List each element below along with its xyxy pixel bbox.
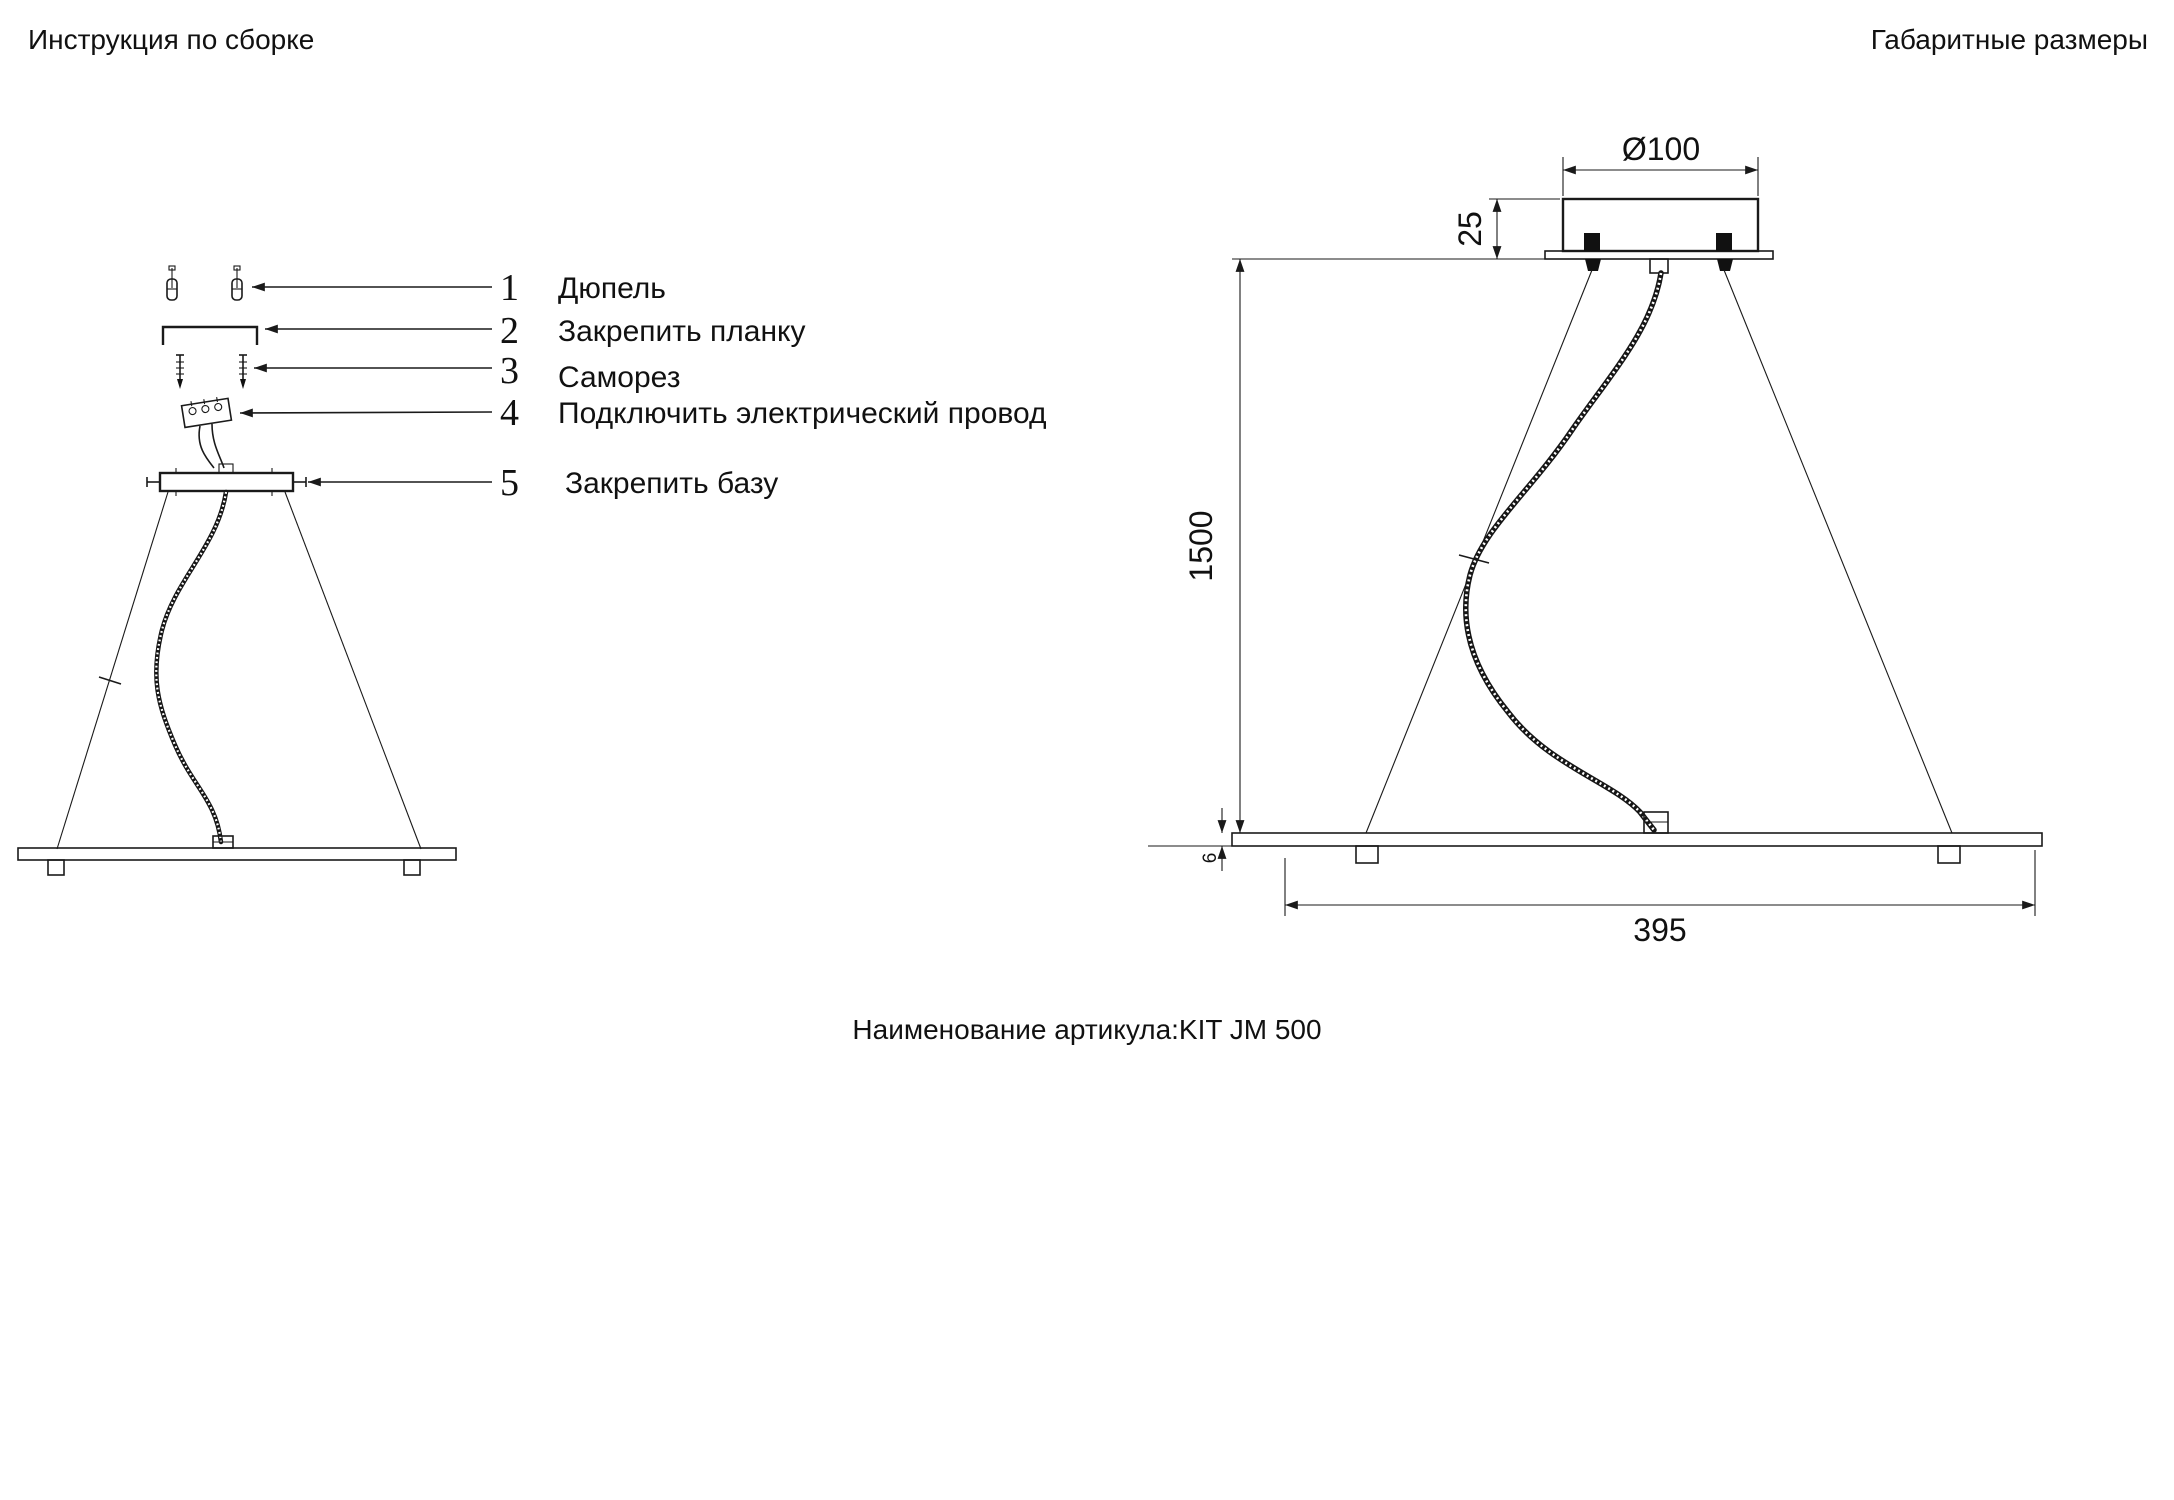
dim-canopy-height-label: 25 <box>1452 211 1488 247</box>
dowel-icon <box>231 265 243 301</box>
step-3-number: 3 <box>500 350 519 392</box>
terminal-block <box>180 397 233 469</box>
dim-diameter-label: Ø100 <box>1622 131 1700 167</box>
header-right: Габаритные размеры <box>1870 24 2148 55</box>
step-5-number: 5 <box>500 462 519 504</box>
step-1-number: 1 <box>500 267 519 309</box>
assembly-diagram: 1 Дюпель 2 Закрепить планку 3 Саморез 4 … <box>17 265 1047 876</box>
bar-foot <box>403 859 421 876</box>
step-1-label: Дюпель <box>558 272 666 305</box>
dim-diameter: Ø100 <box>1562 131 1759 196</box>
suspension-wires-dim <box>1365 269 1953 834</box>
spiral-cable-dim <box>1458 270 1664 833</box>
bar-foot <box>47 859 65 876</box>
dim-canopy-height: 25 <box>1452 198 1560 259</box>
wire-clamp <box>98 676 122 685</box>
dim-drop: 1500 <box>1183 258 1545 833</box>
dowel-pair <box>166 265 243 301</box>
leader-step-4 <box>239 408 493 418</box>
dim-thickness: 6 <box>1148 808 1232 871</box>
canopy-nut <box>1716 233 1732 251</box>
bar-foot <box>1355 845 1379 864</box>
canopy-nut <box>1584 233 1600 251</box>
article-name: Наименование артикула:KIT JM 500 <box>852 1014 1322 1045</box>
bottom-bar <box>17 835 457 876</box>
step-2-number: 2 <box>500 310 519 352</box>
step-2-label: Закрепить планку <box>558 315 805 348</box>
dowel-icon <box>166 265 178 301</box>
dimension-diagram: Ø100 25 1500 <box>1148 131 2043 948</box>
dim-drop-label: 1500 <box>1183 510 1219 581</box>
step-callouts: 1 Дюпель 2 Закрепить планку 3 Саморез 4 … <box>500 267 1047 504</box>
step-4-label: Подключить электрический провод <box>558 397 1047 430</box>
dim-width-label: 395 <box>1633 912 1686 948</box>
suspension-wires <box>56 491 422 850</box>
step-5-label: Закрепить базу <box>565 467 778 500</box>
step-4-number: 4 <box>500 392 519 434</box>
dim-thickness-label: 6 <box>1200 853 1221 864</box>
screw-pair <box>176 354 247 389</box>
mounting-bracket <box>161 325 259 345</box>
canopy-cable-gland <box>1649 258 1669 274</box>
canopy <box>1544 197 1774 274</box>
cable-clamp <box>1458 554 1490 564</box>
dim-width: 395 <box>1284 850 2036 948</box>
spiral-cable <box>154 489 229 845</box>
step-3-label: Саморез <box>558 361 680 394</box>
leader-arrows <box>239 282 493 487</box>
header-left: Инструкция по сборке <box>28 24 315 55</box>
screw-icon <box>176 354 184 389</box>
bar-foot <box>1937 845 1961 864</box>
screw-icon <box>239 354 247 389</box>
bottom-bar-dim <box>1231 811 2043 864</box>
